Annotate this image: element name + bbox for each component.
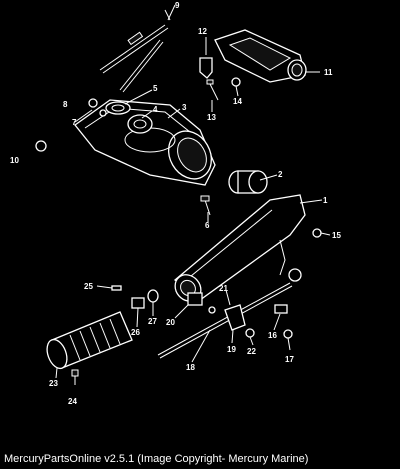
label-part-23: 23 [49, 379, 58, 388]
leader-lines [55, 9, 331, 379]
part-23-grip [46, 311, 133, 370]
label-part-12: 12 [198, 27, 207, 36]
label-part-22: 22 [247, 347, 256, 356]
label-part-24: 24 [68, 397, 77, 406]
label-part-19: 19 [227, 345, 236, 354]
part-6-screw [200, 195, 211, 216]
label-part-10: 10 [10, 156, 19, 165]
part-2-bushing [228, 170, 268, 194]
label-part-11: 11 [324, 68, 333, 77]
part-3-base-housing [74, 99, 216, 186]
part-10-hose [3, 87, 51, 152]
part-24-screw [71, 369, 79, 385]
label-part-6: 6 [205, 221, 210, 230]
label-part-15: 15 [332, 231, 341, 240]
label-part-27: 27 [148, 317, 157, 326]
label-part-26: 26 [131, 328, 140, 337]
label-part-18: 18 [186, 363, 195, 372]
part-18-rod [157, 268, 302, 359]
part-labels: 1 2 3 4 5 6 7 8 9 10 11 12 13 14 15 16 1… [10, 1, 341, 406]
label-part-21: 21 [219, 284, 228, 293]
label-part-20: 20 [166, 318, 175, 327]
label-part-8: 8 [63, 100, 68, 109]
label-part-4: 4 [153, 105, 158, 114]
label-part-1: 1 [323, 196, 328, 205]
label-part-7: 7 [72, 118, 77, 127]
part-25-27-components [111, 285, 159, 309]
label-part-16: 16 [268, 331, 277, 340]
label-part-25: 25 [84, 282, 93, 291]
label-part-17: 17 [285, 355, 294, 364]
part-16-17-bracket [274, 304, 293, 339]
part-4-5-gaskets [105, 101, 153, 134]
label-part-2: 2 [278, 170, 283, 179]
part-7-8-hardware [88, 98, 107, 117]
part-12-clip [199, 57, 213, 79]
part-15-screw [312, 228, 322, 238]
label-part-13: 13 [207, 113, 216, 122]
part-19-22-linkage [187, 292, 255, 338]
copyright-footer: MercuryPartsOnline v2.5.1 (Image Copyrig… [4, 453, 309, 465]
label-part-3: 3 [182, 103, 187, 112]
label-part-9: 9 [175, 1, 180, 10]
label-part-14: 14 [233, 97, 242, 106]
part-11-bracket [214, 29, 307, 83]
label-part-5: 5 [153, 84, 158, 93]
part-9-cable [99, 4, 176, 93]
